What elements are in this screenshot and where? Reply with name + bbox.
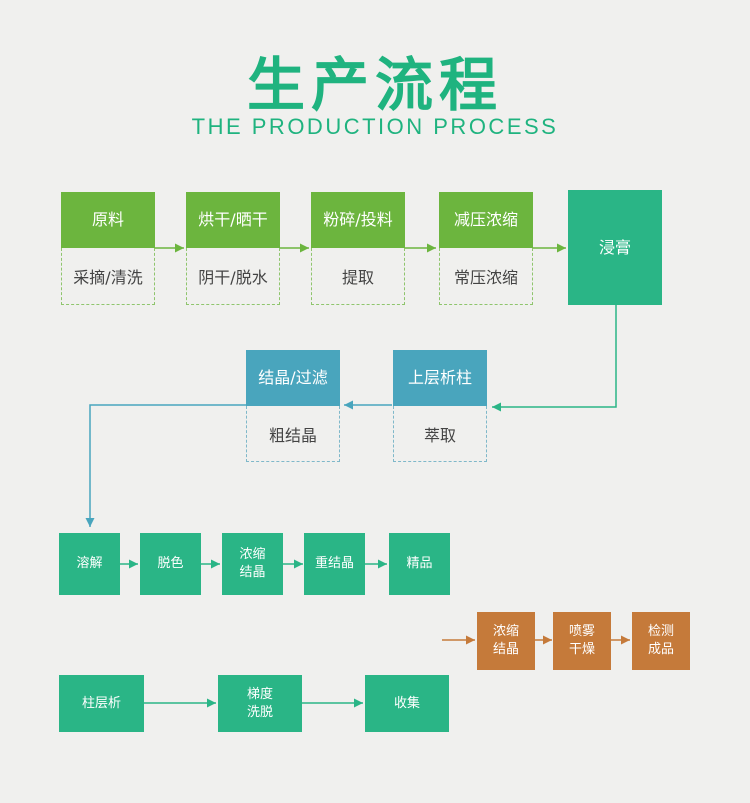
step-crushing-sub: 提取	[311, 248, 405, 305]
step-decolor: 脱色	[140, 533, 201, 595]
arrow-crystal-dissolve	[85, 404, 246, 527]
step-recrystal: 重结晶	[304, 533, 365, 595]
step-drying: 烘干/晒干	[186, 192, 280, 248]
step-column-sub: 萃取	[393, 406, 487, 462]
step-fine-product: 精品	[389, 533, 450, 595]
page-title: 生产流程	[246, 51, 503, 119]
step-extract: 浸膏	[568, 190, 662, 305]
step-concentration-sub: 常压浓缩	[439, 248, 533, 305]
step-brown-concentrate: 浓缩 结晶	[477, 612, 535, 670]
step-gradient-elution: 梯度 洗脱	[218, 675, 302, 732]
arrow-extract-column	[492, 305, 617, 412]
step-raw-material-sub: 采摘/清洗	[61, 248, 155, 305]
step-dissolve: 溶解	[59, 533, 120, 595]
step-raw-material: 原料	[61, 192, 155, 248]
step-collect: 收集	[365, 675, 449, 732]
step-crystal-filter-sub: 粗结晶	[246, 406, 340, 462]
step-column: 上层析柱	[393, 350, 487, 406]
step-crushing: 粉碎/投料	[311, 192, 405, 248]
step-spray-dry: 喷雾 干燥	[553, 612, 611, 670]
page-subtitle: THE PRODUCTION PROCESS	[191, 114, 559, 139]
step-concentrate-crystal: 浓缩 结晶	[222, 533, 283, 595]
step-column-chromatography: 柱层析	[59, 675, 144, 732]
step-crystal-filter: 结晶/过滤	[246, 350, 340, 406]
step-concentration: 减压浓缩	[439, 192, 533, 248]
step-test-product: 检测 成品	[632, 612, 690, 670]
step-drying-sub: 阴干/脱水	[186, 248, 280, 305]
